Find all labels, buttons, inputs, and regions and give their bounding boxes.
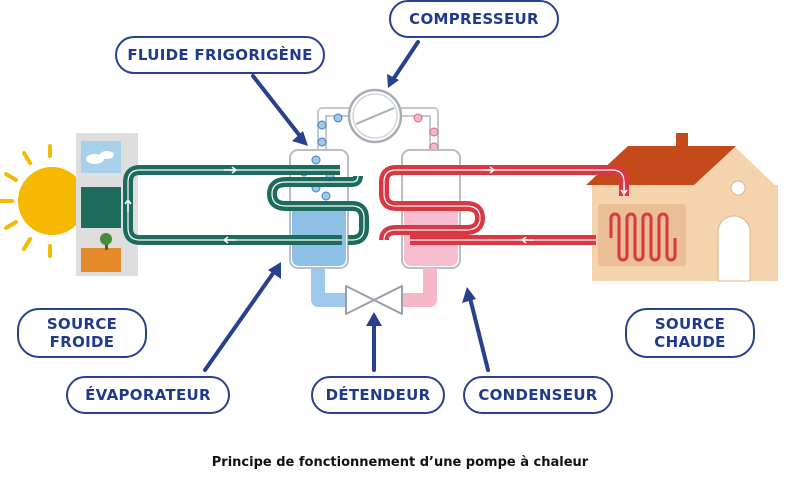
label-source-froide: SOURCE FROIDE: [17, 308, 147, 358]
valve-pipes: [311, 268, 437, 307]
pointer-arrows: [203, 40, 490, 372]
label-source-chaude: SOURCE CHAUDE: [625, 308, 755, 358]
pointer-arrowheads: [268, 74, 476, 326]
label-compresseur: COMPRESSEUR: [389, 0, 559, 38]
caption: Principe de fonctionnement d’une pompe à…: [211, 455, 589, 470]
hot-loop: [379, 165, 629, 245]
label-evaporateur: ÉVAPORATEUR: [66, 376, 230, 414]
sun-icon: [0, 144, 86, 258]
label-fluide-frigorigene: FLUIDE FRIGORIGÈNE: [115, 36, 325, 74]
label-condenseur: CONDENSEUR: [463, 376, 613, 414]
expansion-valve-icon: [345, 285, 403, 315]
house-icon: [586, 133, 778, 282]
compressor-icon: [347, 88, 403, 144]
flow-arrows: [124, 166, 628, 244]
label-detendeur: DÉTENDEUR: [311, 376, 445, 414]
